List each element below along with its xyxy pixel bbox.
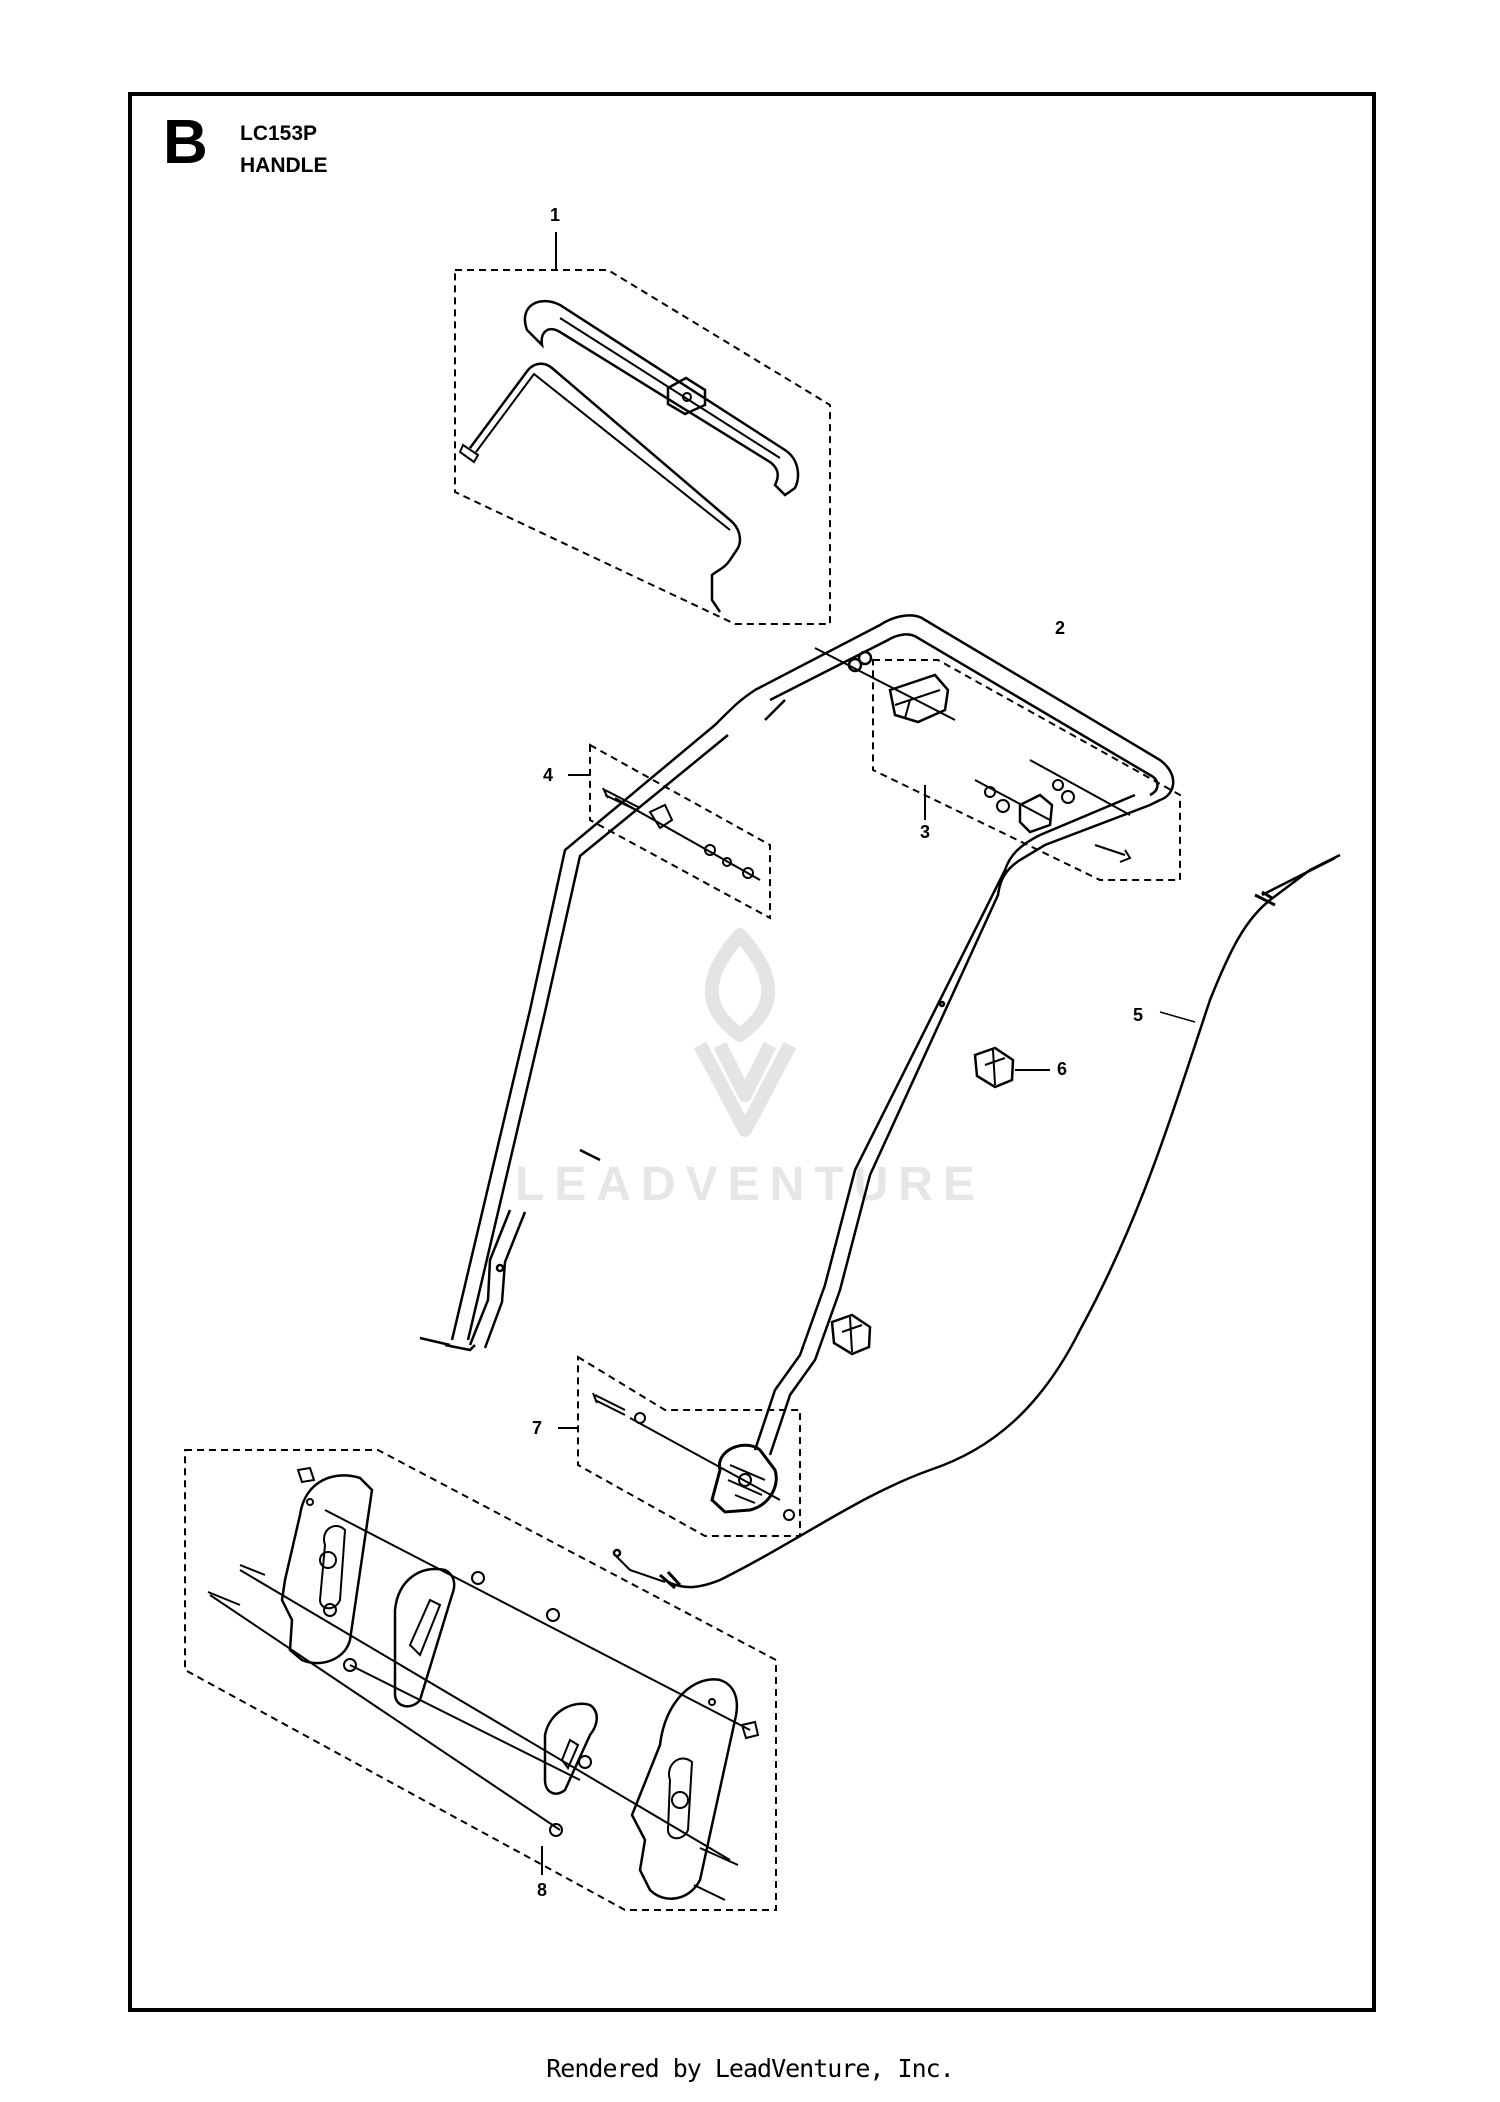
diagram-frame bbox=[128, 92, 1376, 2012]
callout-2[interactable]: 2 bbox=[1055, 618, 1066, 638]
watermark-text: LEADVENTURE bbox=[515, 1158, 985, 1211]
callout-4[interactable]: 4 bbox=[543, 765, 554, 785]
callout-8[interactable]: 8 bbox=[537, 1880, 548, 1900]
part-4-bolt-kit bbox=[568, 743, 771, 920]
part-2-handle-frame bbox=[419, 614, 1175, 1456]
part-5-control-cable bbox=[612, 853, 1341, 1590]
callout-6[interactable]: 6 bbox=[1057, 1059, 1068, 1079]
callout-5[interactable]: 5 bbox=[1133, 1005, 1144, 1025]
section-letter: B bbox=[163, 108, 208, 177]
part-8-bracket-kit bbox=[184, 1449, 777, 1911]
footer-credit: Rendered by LeadVenture, Inc. bbox=[546, 2054, 955, 2083]
watermark-logo bbox=[693, 928, 797, 1137]
model-code: LC153P bbox=[240, 122, 318, 145]
callout-3[interactable]: 3 bbox=[920, 822, 931, 842]
watermark-flame-icon bbox=[704, 928, 776, 1042]
part-3-cable-clip-kit bbox=[814, 647, 1181, 881]
part-1-handle-bar-kit bbox=[454, 232, 831, 625]
part-7-knob-kit bbox=[558, 1355, 801, 1537]
callout-1[interactable]: 1 bbox=[550, 205, 561, 225]
part-6-cable-clip bbox=[830, 1046, 1050, 1356]
watermark-v-icon bbox=[693, 1041, 797, 1137]
callout-7[interactable]: 7 bbox=[532, 1418, 543, 1438]
section-name: HANDLE bbox=[240, 154, 328, 177]
